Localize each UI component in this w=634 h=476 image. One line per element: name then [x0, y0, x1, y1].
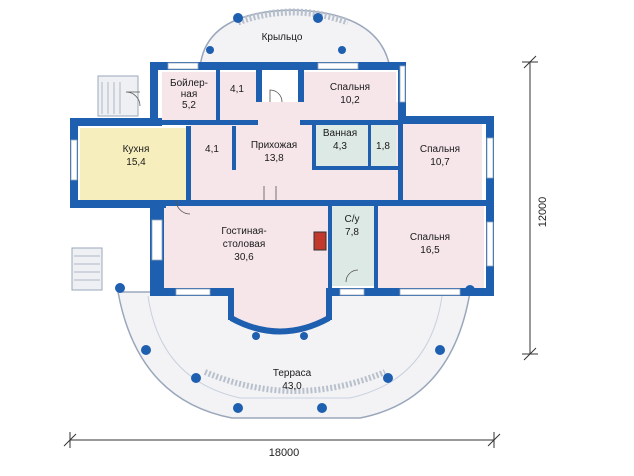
fireplace-icon — [313, 231, 327, 251]
porch-steps-arc — [236, 8, 350, 26]
room-wc — [332, 206, 374, 286]
label-bathroom: Ванная — [323, 128, 357, 139]
terrace-inner-arc — [147, 295, 443, 399]
label-living-1: Гостиная- — [221, 226, 266, 237]
room-bedroom-2 — [402, 124, 482, 200]
room-kitchen — [80, 128, 186, 200]
room-bedroom-3 — [378, 206, 484, 288]
area-bedroom-3: 16,5 — [420, 245, 440, 256]
room-living-bay — [230, 288, 330, 330]
stairs-top-left — [97, 75, 139, 117]
terrace-steps-arc — [203, 369, 387, 394]
dimension-depth-line — [522, 55, 538, 361]
area-wc-small: 1,8 — [376, 141, 390, 152]
area-hall: 13,8 — [264, 153, 284, 164]
bay-curve-wall — [229, 315, 331, 335]
label-living-2: столовая — [223, 239, 266, 250]
label-wc: С/у — [345, 214, 360, 225]
label-bedroom-2: Спальня — [420, 144, 460, 155]
dimension-width-line — [63, 432, 501, 448]
label-kitchen: Кухня — [123, 144, 150, 155]
area-kitchen: 15,4 — [126, 157, 146, 168]
area-boiler: 5,2 — [182, 100, 196, 111]
area-living: 30,6 — [234, 252, 254, 263]
area-bedroom-2: 10,7 — [430, 157, 450, 168]
area-terrace: 43,0 — [282, 381, 302, 392]
label-bedroom-1: Спальня — [330, 82, 370, 93]
windows — [70, 62, 494, 296]
stairs-bottom-left-steps — [74, 255, 100, 281]
room-living — [164, 206, 328, 288]
label-boiler-1: Бойлер- — [170, 78, 208, 89]
label-terrace: Терраса — [273, 368, 312, 379]
stairs-bottom-left — [71, 247, 103, 291]
area-bathroom: 4,3 — [333, 141, 347, 152]
label-boiler-2: ная — [181, 89, 198, 100]
label-porch: Крыльцо — [262, 32, 303, 43]
area-bedroom-1: 10,2 — [340, 95, 360, 106]
area-wc: 7,8 — [345, 227, 359, 238]
door-swings — [125, 89, 359, 283]
room-wc-small — [370, 124, 396, 166]
dimension-width-label: 18000 — [269, 447, 300, 459]
label-hall: Прихожая — [251, 140, 297, 151]
columns — [115, 13, 475, 413]
area-closet: 4,1 — [205, 144, 219, 155]
dimension-depth-label: 12000 — [537, 197, 549, 228]
label-bedroom-3: Спальня — [410, 232, 450, 243]
area-storage: 4,1 — [230, 84, 244, 95]
room-bathroom — [316, 124, 368, 166]
stairs-top-left-steps — [101, 82, 121, 114]
